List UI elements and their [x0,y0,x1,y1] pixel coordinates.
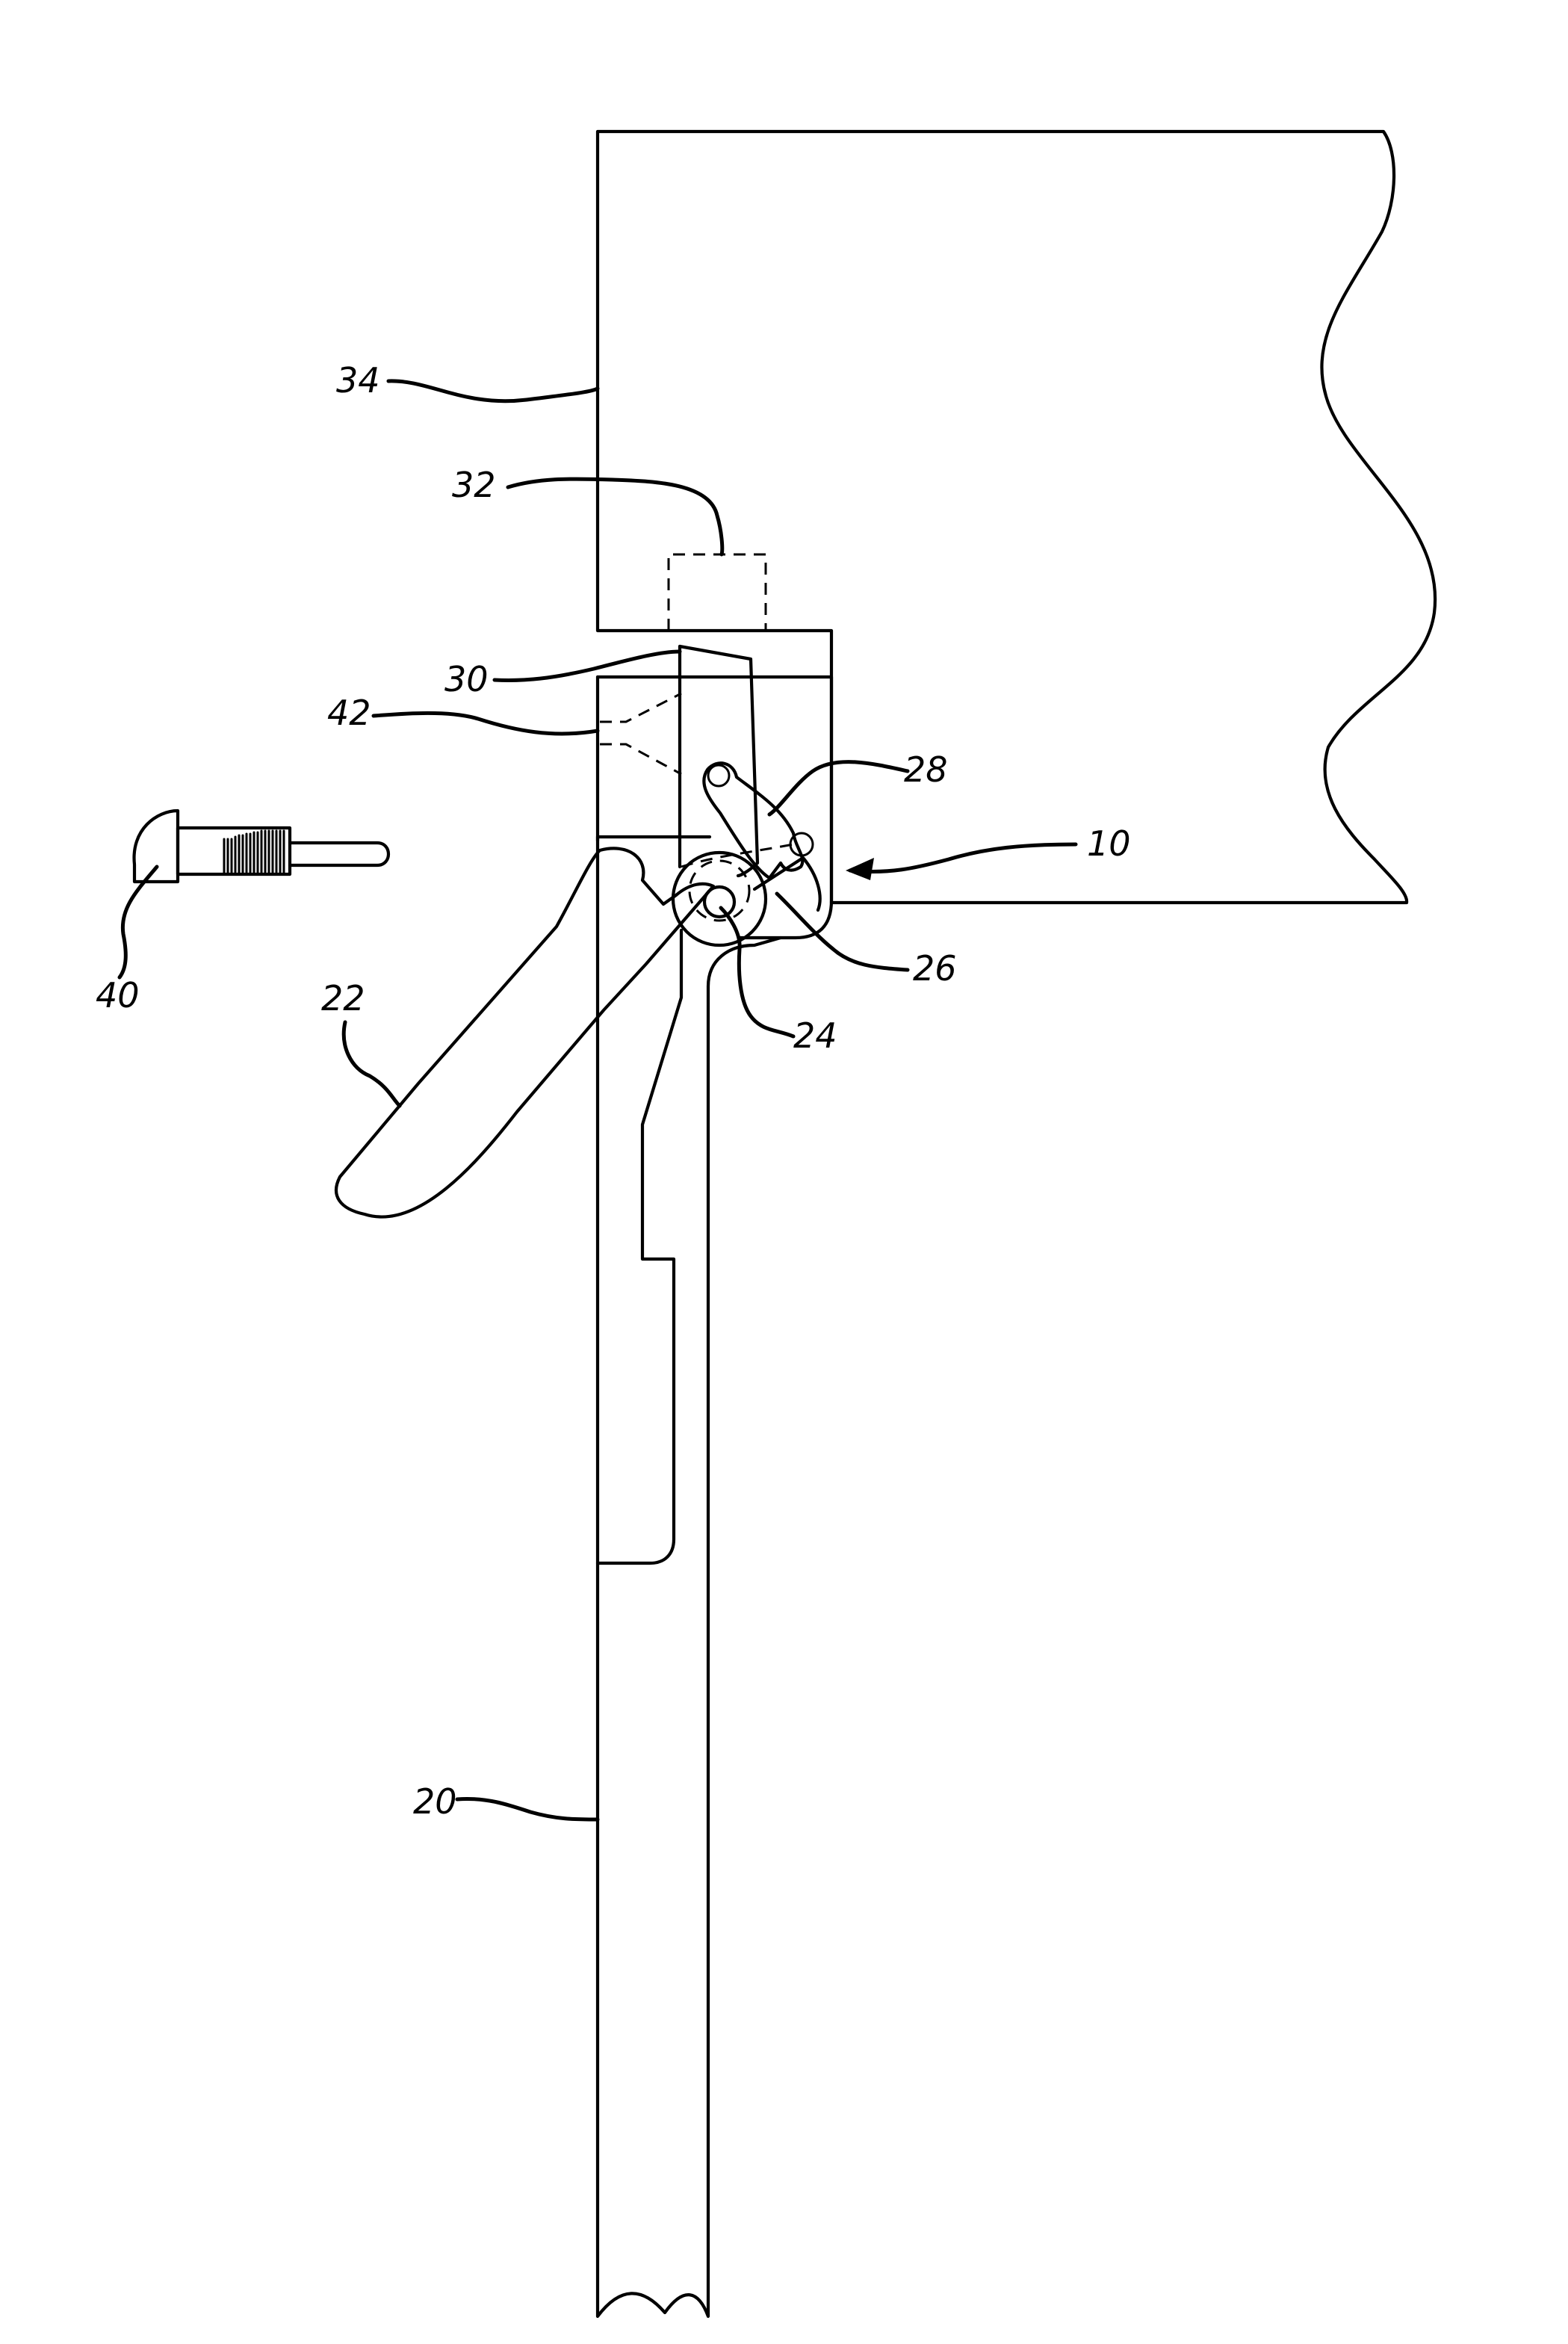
recess-32 [669,554,766,631]
screw-head-40 [134,811,178,882]
leader-22 [344,1022,400,1106]
leader-10 [850,844,1076,872]
label-30: 30 [444,659,489,699]
bore-42 [600,693,681,774]
pivot-outer-24 [673,853,766,945]
leader-28 [769,762,908,814]
latch-bolt-30 [680,646,757,876]
label-40: 40 [96,975,140,1015]
label-42: 42 [327,693,371,733]
label-26: 26 [913,948,957,989]
leader-26 [777,894,908,970]
leader-42 [374,713,598,734]
leader-34 [388,381,598,401]
leader-40 [120,867,157,977]
cam-pin-upper [708,765,729,786]
label-20: 20 [413,1781,457,1822]
screw-tip-40 [290,843,388,865]
leg-inner-profile [598,930,681,1563]
label-32: 32 [452,465,496,505]
panel-34 [598,132,1435,903]
leader-20 [457,1799,598,1819]
pivot-dashed-24 [690,861,749,921]
leader-32 [508,479,722,554]
label-22: 22 [321,978,365,1018]
label-34: 34 [336,360,380,401]
leader-10-arrowhead [846,858,874,880]
label-24: 24 [793,1015,837,1056]
lever-22 [336,848,713,1216]
screw-threads-40 [224,831,284,873]
leg-20 [598,837,781,2316]
label-28: 28 [904,749,948,790]
label-10: 10 [1087,823,1131,864]
